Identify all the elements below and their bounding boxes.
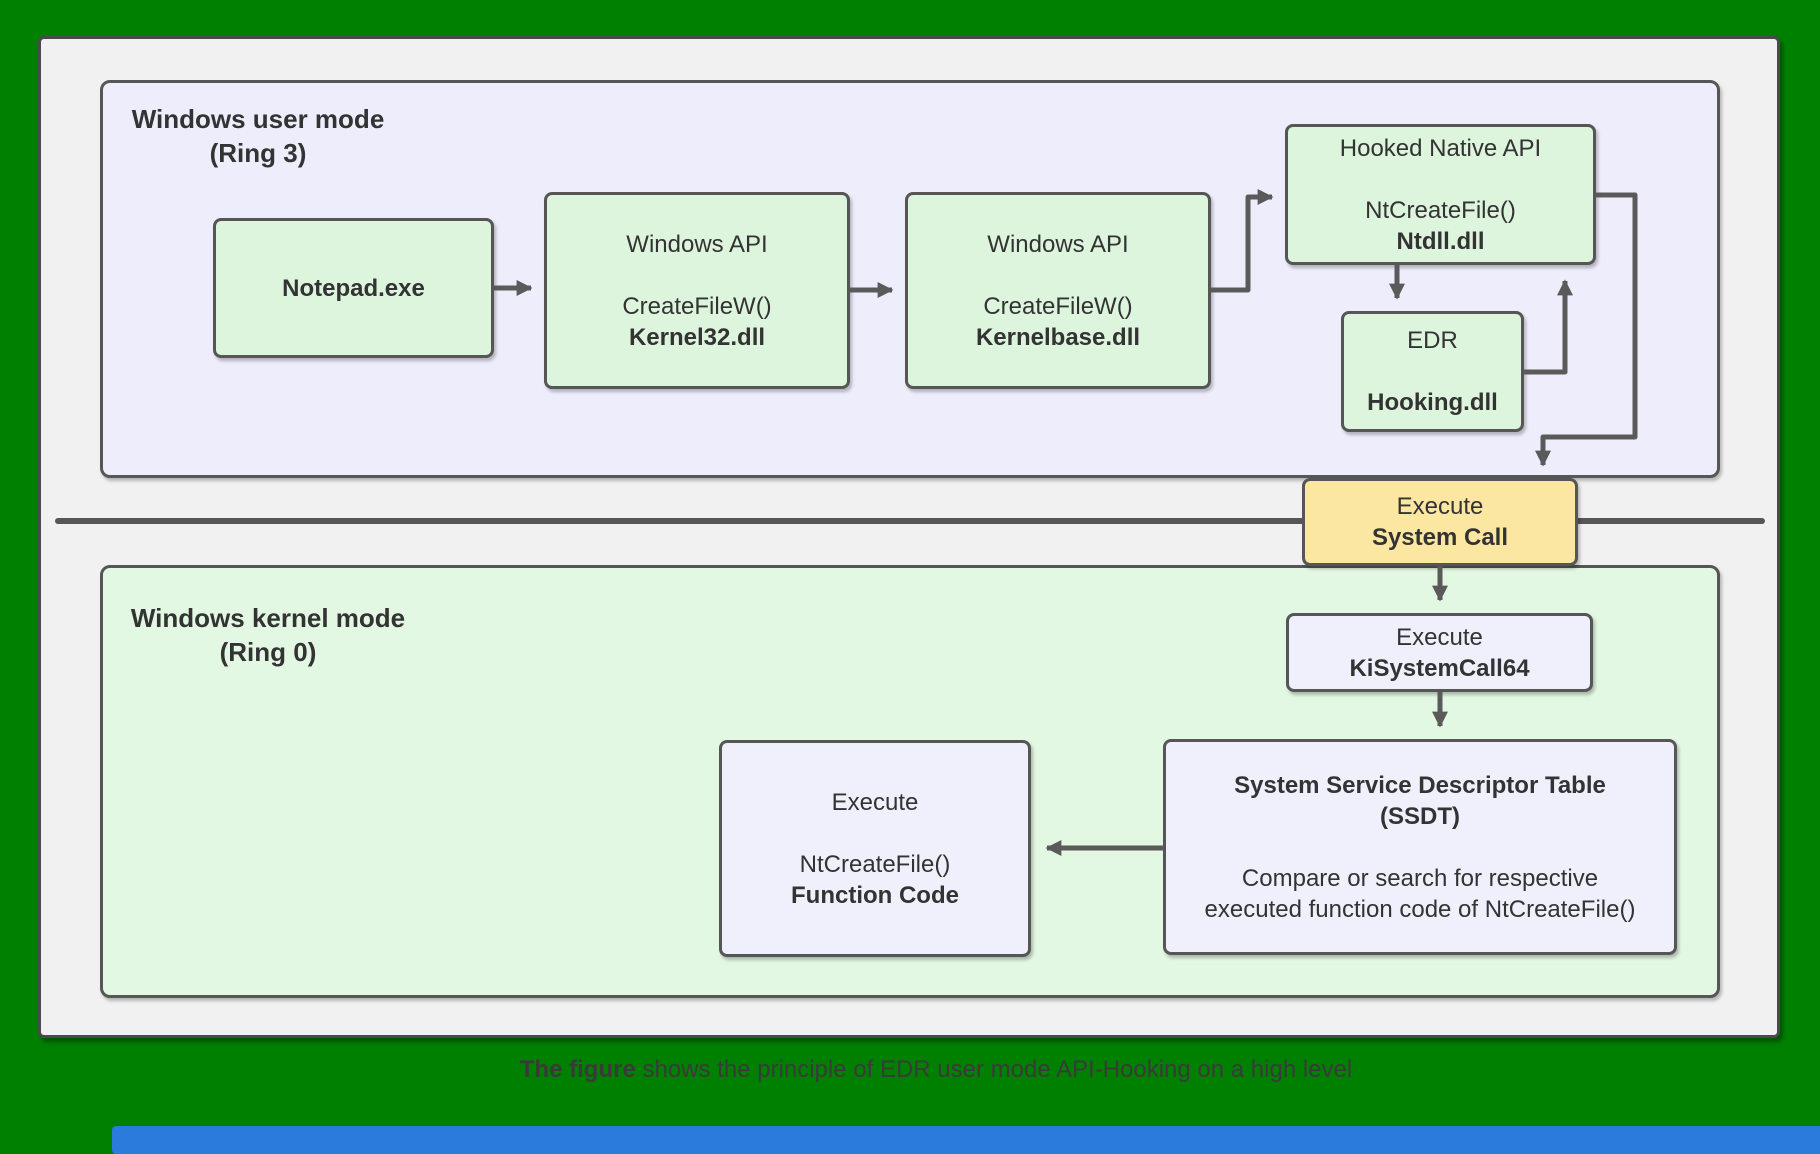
node-text-line: [1429, 356, 1436, 387]
node-ssdt: System Service Descriptor Table (SSDT) Co…: [1163, 739, 1677, 955]
node-text-line: Ntdll.dll: [1396, 227, 1485, 255]
node-text-line: Windows API: [987, 230, 1129, 258]
node-text-line: Kernelbase.dll: [975, 323, 1141, 351]
figure-caption: The figure shows the principle of EDR us…: [460, 1056, 1412, 1084]
user-mode-label-line1: Windows user mode: [131, 104, 385, 134]
figure-caption-bold: The figure: [519, 1056, 636, 1083]
node-text-line: Function Code: [791, 881, 959, 909]
node-windows-api-kernel32: Windows API CreateFileW() Kernel32.dll: [544, 192, 850, 389]
node-text-line: [1437, 164, 1444, 195]
node-hooked-native-api: Hooked Native API NtCreateFile() Ntdll.dl…: [1285, 124, 1596, 265]
node-text-line: System Service Descriptor Table: [1234, 771, 1606, 799]
node-text-line: executed function code of NtCreateFile(): [1204, 895, 1636, 923]
node-text-line: Compare or search for respective: [1241, 864, 1599, 892]
user-mode-label: Windows user mode (Ring 3): [118, 102, 398, 170]
kernel-mode-label-line1: Windows kernel mode: [130, 603, 406, 633]
node-text-line: Kernel32.dll: [628, 323, 766, 351]
node-text-line: Windows API: [626, 230, 768, 258]
node-windows-api-kernelbase: Windows API CreateFileW() Kernelbase.dll: [905, 192, 1211, 389]
node-text-line: CreateFileW(): [983, 292, 1133, 320]
node-execute-function-code: Execute NtCreateFile() Function Code: [719, 740, 1031, 957]
kernel-mode-label-line2: (Ring 0): [219, 637, 317, 667]
node-text-line: Execute: [1396, 623, 1483, 651]
user-mode-label-line2: (Ring 3): [209, 138, 307, 168]
node-text-line: EDR: [1407, 327, 1458, 354]
node-text-line: [1417, 832, 1424, 863]
node-text-line: Notepad.exe: [282, 274, 425, 302]
node-text-line: Execute: [1396, 493, 1484, 520]
node-notepad-exe: Notepad.exe: [213, 218, 494, 358]
figure-caption-text: shows the principle of EDR user mode API…: [635, 1056, 1353, 1083]
node-text-line: Hooked Native API: [1339, 134, 1542, 162]
node-text-line: CreateFileW(): [622, 292, 772, 320]
node-text-line: Hooking.dll: [1367, 389, 1498, 416]
node-text-line: (SSDT): [1380, 802, 1460, 830]
node-edr-hooking-dll: EDR Hooking.dll: [1341, 311, 1524, 432]
node-text-line: System Call: [1371, 524, 1509, 551]
node-text-line: Execute: [831, 788, 919, 816]
node-text-line: [694, 260, 701, 291]
kernel-mode-label: Windows kernel mode (Ring 0): [118, 601, 418, 669]
node-text-line: [872, 818, 879, 849]
mode-divider-line: [55, 518, 1765, 524]
node-text-line: NtCreateFile(): [1365, 196, 1516, 224]
node-text-line: KiSystemCall64: [1349, 654, 1530, 682]
node-text-line: [1055, 260, 1062, 291]
horizontal-scrollbar[interactable]: [112, 1126, 1820, 1154]
node-text-line: NtCreateFile(): [799, 850, 951, 878]
